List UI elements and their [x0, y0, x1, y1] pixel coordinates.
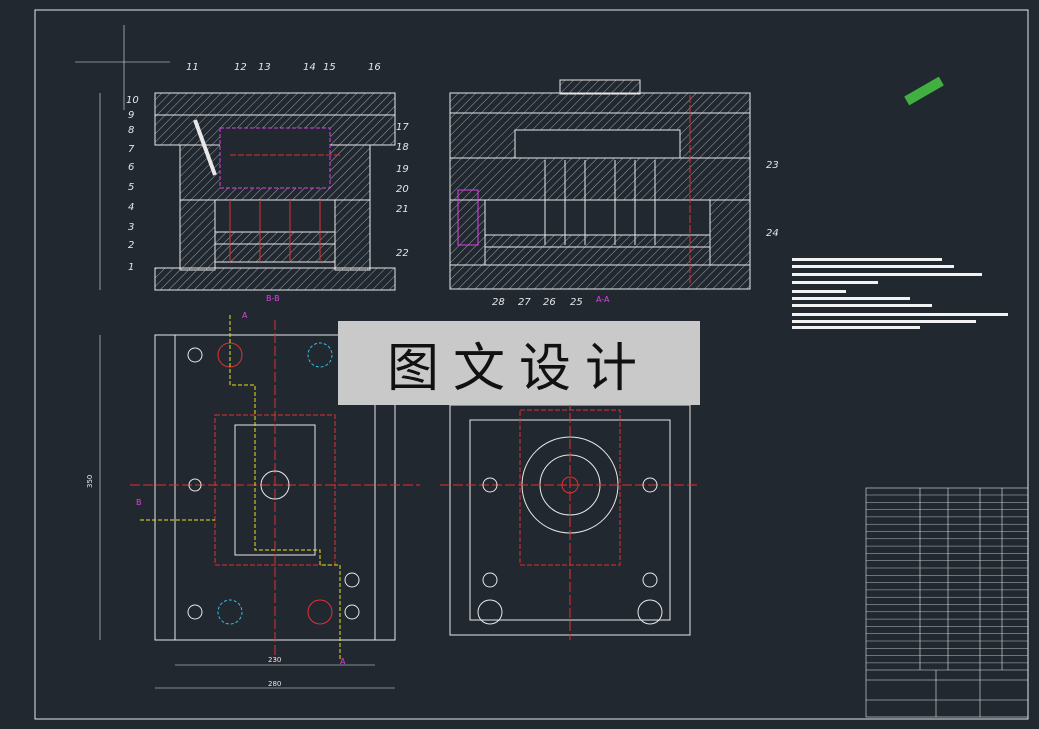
- parts-list-rows: [866, 494, 1028, 664]
- part-number-19: 19: [396, 164, 409, 175]
- part-number-27: 27: [518, 297, 531, 308]
- part-number-2: 2: [128, 240, 134, 251]
- part-number-10: 10: [126, 95, 139, 106]
- section-view-bb: [75, 25, 396, 291]
- part-number-1: 1: [128, 262, 134, 273]
- cut-marker-b: B: [136, 498, 142, 507]
- part-number-6: 6: [128, 162, 134, 173]
- part-number-28: 28: [492, 297, 505, 308]
- part-number-22: 22: [396, 248, 409, 259]
- title-block: [865, 487, 1029, 718]
- part-number-24: 24: [766, 228, 779, 239]
- part-number-4: 4: [128, 202, 134, 213]
- part-number-20: 20: [396, 184, 409, 195]
- part-number-13: 13: [258, 62, 271, 73]
- part-number-21: 21: [396, 204, 409, 215]
- part-number-12: 12: [234, 62, 247, 73]
- part-number-15: 15: [323, 62, 336, 73]
- cut-marker-a-top: A: [242, 311, 248, 320]
- dimension-outer-width: 280: [268, 680, 281, 688]
- part-number-11: 11: [186, 62, 199, 73]
- watermark-banner: 图文设计: [338, 321, 700, 405]
- technical-notes: [792, 258, 1008, 329]
- drawing-border: [34, 9, 1029, 720]
- plan-view-left: [99, 315, 420, 689]
- cut-marker-a-bottom: A: [340, 657, 346, 666]
- section-view-aa: [449, 79, 751, 290]
- part-number-23: 23: [766, 160, 779, 171]
- dimension-inner-width: 230: [268, 656, 281, 664]
- revision-stamp: [904, 76, 944, 106]
- part-number-3: 3: [128, 222, 134, 233]
- section-label-bb: B-B: [266, 294, 280, 303]
- part-number-25: 25: [570, 297, 583, 308]
- part-number-17: 17: [396, 122, 409, 133]
- part-number-18: 18: [396, 142, 409, 153]
- part-number-7: 7: [128, 144, 135, 155]
- part-number-16: 16: [368, 62, 381, 73]
- section-label-aa: A-A: [596, 295, 610, 304]
- plan-view-right: [440, 400, 700, 640]
- dimension-plan-height: 350: [86, 475, 94, 488]
- part-number-26: 26: [543, 297, 556, 308]
- part-number-9: 9: [128, 110, 134, 121]
- part-number-8: 8: [128, 125, 134, 136]
- part-number-5: 5: [128, 182, 134, 193]
- part-number-14: 14: [303, 62, 316, 73]
- watermark-text: 图文设计: [386, 338, 651, 399]
